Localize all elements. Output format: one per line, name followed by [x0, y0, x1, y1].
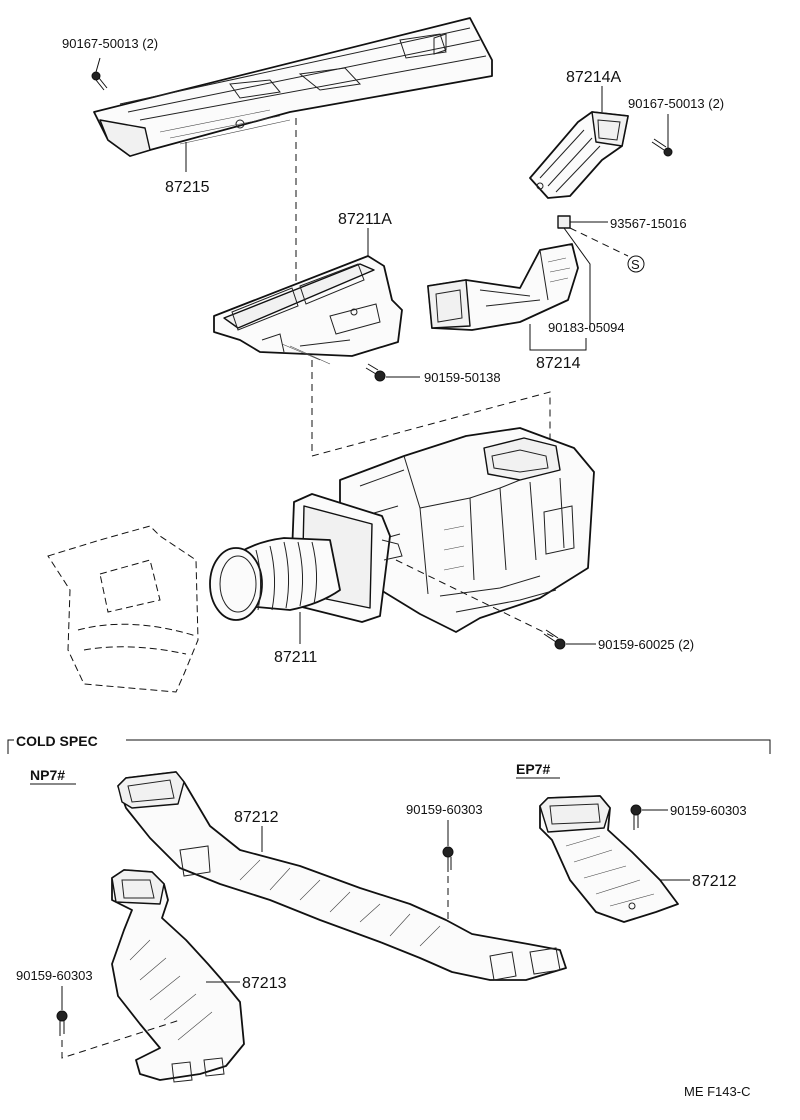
screw-90167-right — [651, 114, 673, 157]
cold-spec-bg — [14, 732, 126, 748]
s-mark-circle — [627, 255, 645, 273]
label-90167-right: 90167-50013 (2) — [628, 96, 724, 111]
screw-90167-top-left — [91, 57, 108, 91]
label-87211: 87211 — [274, 649, 317, 666]
duct-87212-ep7 — [539, 795, 679, 923]
label-90159-60303-ep: 90159-60303 — [670, 803, 747, 818]
figure-code: ME F143-C — [684, 1084, 750, 1099]
screw-90159-60303-np-upper — [442, 820, 454, 872]
label-87211a: 87211A — [338, 211, 392, 228]
duct-87213 — [111, 869, 245, 1083]
label-87212-np7: 87212 — [234, 809, 279, 826]
label-87214: 87214 — [536, 355, 581, 372]
label-93567: 93567-15016 — [610, 216, 687, 231]
blower-unit — [339, 427, 595, 633]
label-90183: 90183-05094 — [548, 320, 625, 335]
label-90159-60025: 90159-60025 (2) — [598, 637, 694, 652]
cold-spec-bracket — [7, 739, 771, 754]
phantom-blower — [47, 525, 199, 693]
label-90159-50138: 90159-50138 — [424, 370, 501, 385]
part-87211a — [213, 255, 403, 365]
part-87211 — [209, 493, 403, 623]
label-87215: 87215 — [165, 179, 210, 196]
label-87214a: 87214A — [566, 69, 621, 86]
screw-90159-60025 — [543, 629, 596, 650]
label-cold-spec: COLD SPEC — [16, 733, 98, 749]
label-87213: 87213 — [242, 975, 287, 992]
label-ep7: EP7# — [516, 761, 550, 777]
label-87212-ep7: 87212 — [692, 873, 737, 890]
screw-90159-60303-ep — [630, 804, 668, 830]
duct-87214 — [427, 243, 579, 331]
label-90159-60303-np-upper: 90159-60303 — [406, 802, 483, 817]
clip-93567 — [557, 215, 608, 229]
label-s-mark: S — [631, 257, 640, 272]
duct-87214a — [529, 111, 629, 199]
label-np7: NP7# — [30, 767, 65, 783]
label-90167-top-left: 90167-50013 (2) — [62, 36, 158, 51]
screw-90159-60303-np-lower — [56, 986, 68, 1036]
duct-87212-np7 — [117, 771, 567, 981]
label-90159-60303-np-lower: 90159-60303 — [16, 968, 93, 983]
duct-87215 — [93, 17, 493, 157]
screw-90159-50138 — [365, 363, 420, 382]
